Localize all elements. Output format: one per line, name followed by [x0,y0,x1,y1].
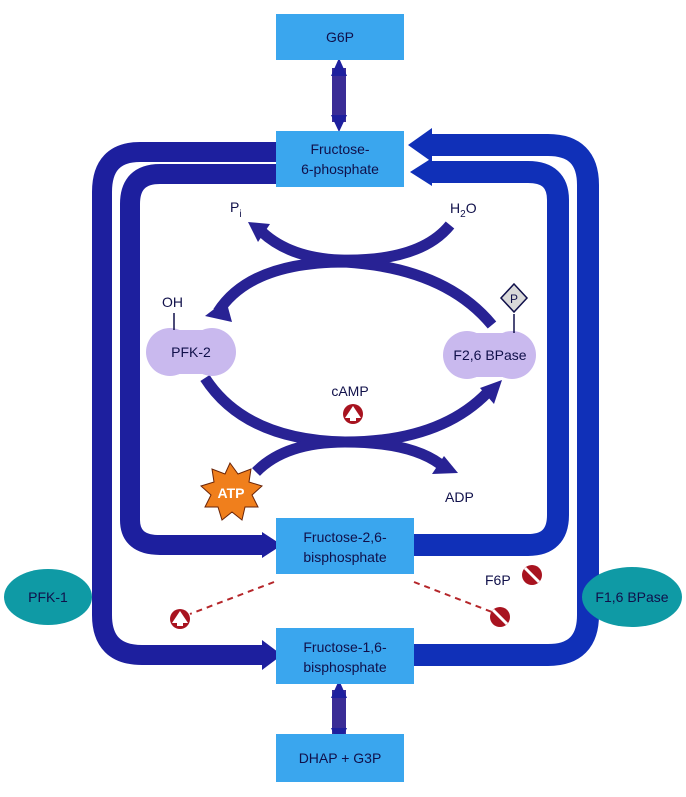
f6p-inhibitor-label: F6P [485,572,511,588]
adp-label: ADP [445,489,474,505]
f26bp-inhibits-f16bpase-line [413,581,493,613]
phosphate-diamond-icon: P [499,282,529,314]
g6p-label: G6P [326,29,354,45]
pfk2-label: PFK-2 [171,344,211,360]
f6p-label-line1: Fructose- [310,141,369,157]
svg-text:P: P [510,292,518,306]
g6p-up-arrowhead [331,58,347,76]
pfk2-dephospho-arrowhead [205,300,232,322]
f16bpase-oval [582,567,682,627]
f26bpase-phospho-arrowhead [480,380,502,404]
f16bpase-arrowhead [408,128,432,162]
inhibition-icon [490,607,510,627]
oh-label: OH [162,294,183,310]
f26bp-label-line2: bisphosphate [303,549,387,565]
h2o-label: H2O [450,200,477,220]
f16bpase-label: F1,6 BPase [595,589,668,605]
pi-label: Pi [230,199,242,220]
f16bp-up-arrowhead [331,680,347,698]
atp-to-adp-arc [252,436,444,476]
f6p-down-arrowhead [331,115,347,132]
f26bp-box [276,518,414,574]
f16bp-label-line1: Fructose-1,6- [303,639,387,655]
dhap-box [276,734,404,782]
pi-arrowhead [248,222,270,242]
f26bp-activates-pfk1-line [189,581,275,615]
f16bpase-outer-arrow [412,134,599,666]
f26bpase-inner-arrow [412,161,569,556]
f6p-box [276,131,404,187]
pfk1-arrowhead [262,640,282,670]
activation-icon [343,404,363,424]
f26bpase-enzyme: F2,6 BPase [443,331,536,379]
f16bp-label-line2: bisphosphate [303,659,387,675]
activation-icon [170,609,190,629]
f26bp-arrowhead [262,532,282,558]
h2o-to-pi-arc [258,221,455,266]
inhibition-icon [522,565,542,585]
pfk2-enzyme: PFK-2 [146,328,236,376]
f26bpase-label: F2,6 BPase [453,347,526,363]
pfk2-inner-arrow [120,164,280,555]
pfk1-label: PFK-1 [28,589,68,605]
f26bpase-to-pfk2-arc [213,256,497,329]
atp-label: ATP [218,485,245,501]
f6p-label-line2: 6-phosphate [301,161,379,177]
pfk1-outer-arrow [92,142,280,665]
adp-arrowhead [432,456,458,474]
g6p-box [276,14,404,60]
dhap-label: DHAP + G3P [299,750,382,766]
f6p-return-arrowhead [410,158,432,186]
f26bp-label-line1: Fructose-2,6- [303,529,387,545]
pfk1-oval [4,569,92,625]
f16bp-box [276,628,414,684]
camp-label: cAMP [331,383,368,399]
atp-starburst-icon: ATP [200,462,263,521]
